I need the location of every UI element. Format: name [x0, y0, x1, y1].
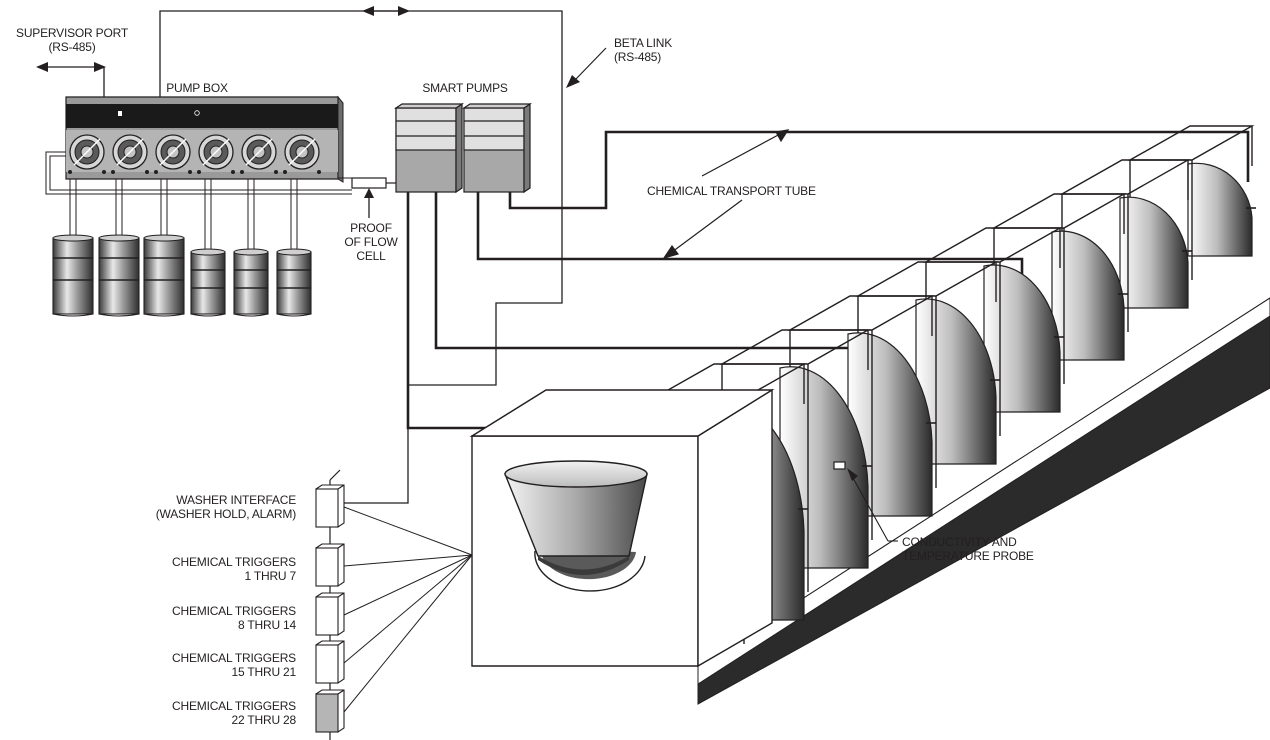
chemical-triggers-2-label: CHEMICAL TRIGGERS 8 THRU 14: [172, 604, 296, 632]
conductivity-probe: [833, 461, 898, 542]
interface-box-1: [315, 484, 473, 556]
pump-box: [65, 95, 344, 183]
interface-box-2: [315, 543, 473, 587]
interface-box-4: [315, 554, 473, 684]
chemical-drum-6: [276, 248, 312, 317]
chemical-drums: [52, 234, 312, 317]
chemical-triggers-3-label: CHEMICAL TRIGGERS 15 THRU 21: [172, 651, 296, 679]
pump-head-5: [240, 134, 278, 174]
chemical-drum-5: [233, 248, 269, 317]
chemical-drum-4: [190, 248, 226, 317]
pump-box-label: PUMP BOX: [166, 81, 228, 95]
supervisor-port-label: SUPERVISOR PORT (RS-485): [16, 26, 128, 54]
smart-pump-2: [462, 102, 532, 194]
chemical-triggers-4-label: CHEMICAL TRIGGERS 22 THRU 28: [172, 699, 296, 727]
interface-box-3: [315, 554, 473, 636]
proof-of-flow-cell: [351, 177, 396, 218]
chemical-drum-3: [143, 234, 185, 317]
tunnel-front-module: [469, 388, 775, 668]
drum-feed-tubes: [69, 179, 298, 252]
conductivity-probe-label: CONDUCTIVITY AND TEMPERATURE PROBE: [902, 535, 1034, 563]
pump-tubing: [45, 151, 352, 195]
smart-pumps-label: SMART PUMPS: [422, 81, 508, 95]
pump-head-2: [111, 134, 149, 174]
peristaltic-pump-heads: [68, 134, 321, 174]
pump-head-6: [283, 134, 321, 174]
tunnel-module-3: [991, 193, 1128, 384]
chemical-drum-1: [52, 234, 94, 317]
beta-link-pointer: [566, 47, 607, 88]
tunnel-washer: [651, 125, 1270, 705]
pump-head-4: [197, 134, 235, 174]
bidirectional-arrow-icon: [36, 6, 410, 72]
smart-pump-1: [394, 102, 464, 194]
transport-tube-pointer: [662, 129, 790, 260]
interface-box-5: [315, 554, 473, 733]
chemical-drum-2: [98, 234, 140, 317]
interface-boxes: [315, 469, 473, 740]
chemical-transport-tube-label: CHEMICAL TRANSPORT TUBE: [647, 184, 816, 198]
chemical-triggers-1-label: CHEMICAL TRIGGERS 1 THRU 7: [172, 555, 296, 583]
pump-head-3: [154, 134, 192, 174]
washer-interface-label: WASHER INTERFACE (WASHER HOLD, ALARM): [155, 493, 296, 521]
proof-of-flow-label: PROOF OF FLOW CELL: [344, 221, 398, 263]
beta-link-label: BETA LINK (RS-485): [614, 36, 673, 64]
pump-head-1: [68, 134, 106, 174]
